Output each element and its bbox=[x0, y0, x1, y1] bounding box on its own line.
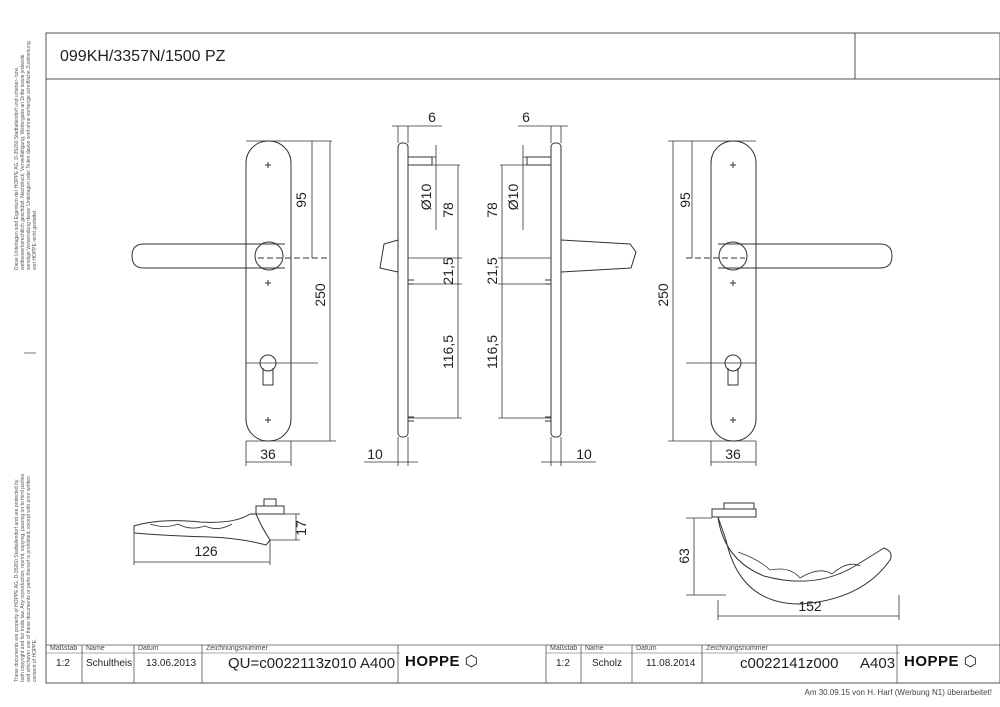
sheet-format: A403 bbox=[860, 655, 896, 672]
left-plate-dim-36: 36 bbox=[260, 446, 276, 462]
right-side-dim-dia10: Ø10 bbox=[505, 184, 521, 211]
right-side-dim-10: 10 bbox=[576, 446, 592, 462]
right-lever-dim-63: 63 bbox=[676, 548, 692, 564]
hoppe-logo: HOPPE ⬡ bbox=[405, 652, 478, 670]
date-value: 13.06.2013 bbox=[146, 658, 197, 669]
left-side-spindle bbox=[408, 157, 432, 165]
right-side-dim-21-5: 21,5 bbox=[484, 257, 500, 284]
label-date: Datum bbox=[138, 645, 159, 652]
left-front-view bbox=[132, 141, 336, 466]
label-number: Zeichnungsnummer bbox=[206, 645, 268, 652]
left-keyhole-slot bbox=[263, 368, 273, 385]
left-side-dim-dia10: Ø10 bbox=[418, 184, 434, 211]
label-scale: Maßstab bbox=[550, 645, 578, 652]
left-lever-top-view bbox=[134, 499, 300, 565]
right-side-lever-stub bbox=[561, 240, 636, 272]
left-plate-dim-95: 95 bbox=[293, 192, 309, 208]
right-plate-dim-250: 250 bbox=[655, 283, 671, 307]
left-plate-dim-250: 250 bbox=[312, 283, 328, 307]
right-lever-top-view bbox=[686, 503, 899, 620]
right-side-dim-116-5: 116,5 bbox=[484, 335, 500, 369]
right-lever-profile bbox=[718, 517, 891, 604]
drawing-frame bbox=[46, 33, 1000, 683]
drawing-number: QU=c0022113z010 bbox=[228, 655, 357, 672]
name-value: Schultheis bbox=[86, 658, 133, 669]
title-block-grid bbox=[46, 645, 1000, 683]
copyright-note-en: These documents are property of HOPPE AG… bbox=[14, 472, 38, 682]
right-side-view bbox=[498, 126, 636, 466]
name-value: Scholz bbox=[592, 658, 623, 669]
left-side-view bbox=[364, 126, 462, 466]
hoppe-logo-icon: ⬡ bbox=[963, 653, 978, 670]
right-lever-handle bbox=[718, 244, 892, 268]
left-side-dim-21-5: 21,5 bbox=[440, 257, 456, 284]
left-side-dim-10: 10 bbox=[367, 446, 383, 462]
right-front-view bbox=[668, 141, 892, 466]
left-lever-profile bbox=[134, 514, 270, 545]
hoppe-logo: HOPPE ⬡ bbox=[904, 652, 977, 670]
right-keyhole-slot bbox=[728, 368, 738, 385]
copyright-note-de: Diese Unterlagen sind Eigentum der HOPPE… bbox=[14, 39, 38, 270]
right-side-dim-6: 6 bbox=[522, 109, 530, 125]
scale-value: 1:2 bbox=[556, 658, 570, 669]
left-side-dim-78: 78 bbox=[440, 202, 456, 218]
right-plate-dim-36: 36 bbox=[725, 446, 741, 462]
left-lever-dim-17: 17 bbox=[293, 520, 309, 536]
left-lever-dim-126: 126 bbox=[194, 543, 218, 559]
revision-note: Am 30.09.15 von H. Harf (Werbung N1) übe… bbox=[804, 688, 993, 697]
hoppe-logo-text: HOPPE bbox=[904, 653, 960, 670]
date-value: 11.08.2014 bbox=[646, 658, 696, 669]
label-date: Datum bbox=[636, 645, 657, 652]
right-plate-dim-95: 95 bbox=[677, 192, 693, 208]
right-rose-circle bbox=[719, 242, 747, 270]
hoppe-logo-text: HOPPE bbox=[405, 653, 461, 670]
right-lever-dim-152: 152 bbox=[798, 598, 822, 614]
right-backplate bbox=[711, 141, 756, 441]
left-side-dim-6: 6 bbox=[428, 109, 436, 125]
left-lever-handle bbox=[132, 244, 285, 268]
label-name: Name bbox=[86, 645, 105, 652]
label-number: Zeichnungsnummer bbox=[706, 645, 768, 652]
left-side-dim-116-5: 116,5 bbox=[440, 335, 456, 369]
sheet-format: A400 bbox=[360, 655, 396, 672]
scale-value: 1:2 bbox=[56, 658, 70, 669]
drawing-title: 099KH/3357N/1500 PZ bbox=[60, 48, 226, 65]
drawing-number: c0022141z000 bbox=[740, 655, 839, 672]
right-side-spindle bbox=[527, 157, 551, 165]
label-name: Name bbox=[585, 645, 604, 652]
left-rose-circle bbox=[255, 242, 283, 270]
left-side-lever-stub bbox=[380, 240, 398, 272]
right-side-plate bbox=[551, 143, 561, 437]
left-side-plate bbox=[398, 143, 408, 437]
left-backplate bbox=[246, 141, 291, 441]
label-scale: Maßstab bbox=[50, 645, 78, 652]
hoppe-logo-icon: ⬡ bbox=[464, 653, 479, 670]
right-side-dim-78: 78 bbox=[484, 202, 500, 218]
